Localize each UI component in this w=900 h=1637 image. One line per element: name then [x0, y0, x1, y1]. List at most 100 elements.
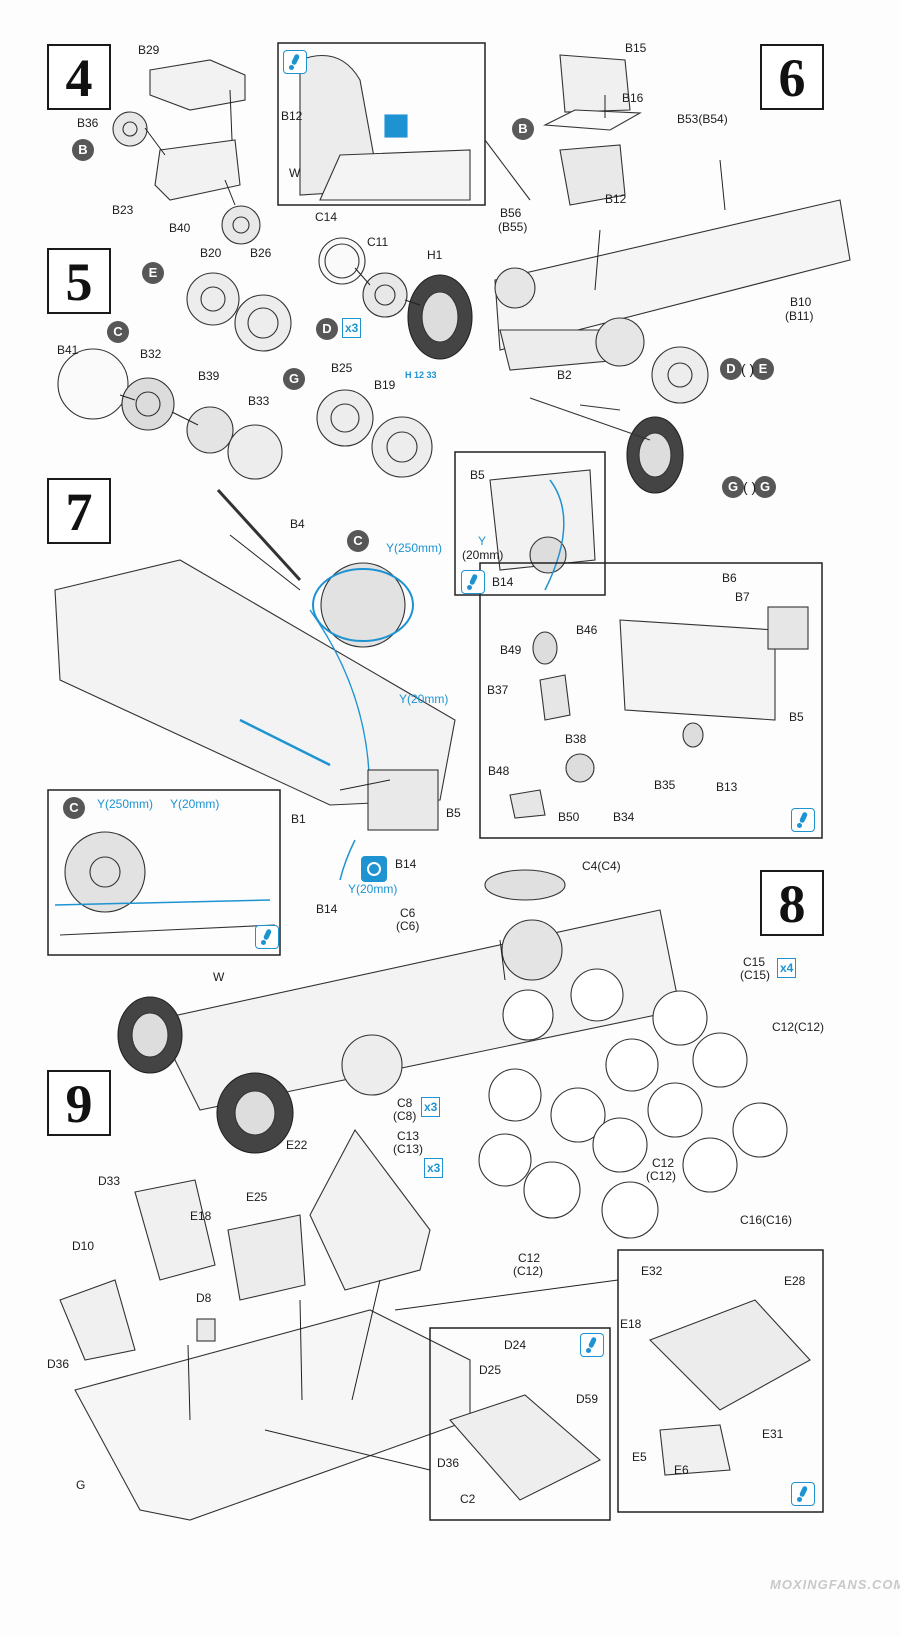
label-e18: E18: [190, 1209, 212, 1223]
label-c13: C13: [397, 1129, 420, 1143]
label-c15-alt: (C15): [740, 968, 771, 982]
sprocket-b25: [316, 389, 374, 447]
part-e25: [227, 1214, 306, 1301]
sprue-marker-e: E: [142, 262, 164, 284]
label-c6: C6: [400, 906, 416, 920]
roadwheel: [692, 1032, 748, 1088]
sprue-marker-c: C: [63, 797, 85, 819]
plate-b16: [542, 109, 642, 131]
wheel-b32: [121, 377, 175, 431]
label-b25: B25: [331, 361, 353, 375]
step-number-6: 6: [760, 44, 824, 110]
label-b4: B4: [290, 517, 305, 531]
sprue-marker-g: G: [754, 476, 776, 498]
sprocket-b26: [234, 294, 292, 352]
part-d33: [134, 1179, 216, 1281]
part-b-unit: [559, 144, 626, 206]
label-cable-20mm: Y(20mm): [399, 692, 449, 706]
label-b56: B56: [500, 206, 522, 220]
label-e6: E6: [674, 1463, 689, 1477]
label-b5: B5: [789, 710, 804, 724]
sprue-marker-g: G: [722, 476, 744, 498]
label-e31: E31: [762, 1427, 784, 1441]
part-b12-highlight: [384, 114, 408, 138]
roadwheel: [652, 990, 708, 1046]
label-e18: E18: [620, 1317, 642, 1331]
label-c13-alt: (C13): [393, 1142, 424, 1156]
sprue-marker-b: B: [72, 139, 94, 161]
label-d25: D25: [479, 1363, 502, 1377]
wheel-c-step7: [320, 562, 406, 648]
part-b15: [559, 54, 631, 113]
label-c12-alt: (C12): [646, 1169, 677, 1183]
label-b26: B26: [250, 246, 272, 260]
sprue-marker-e: E: [752, 358, 774, 380]
label-cable-y: Y: [478, 534, 487, 548]
label-b15: B15: [625, 41, 647, 55]
label-b36: B36: [77, 116, 99, 130]
step-number-5: 5: [47, 248, 111, 314]
label-b41: B41: [57, 343, 79, 357]
label-e22: E22: [286, 1138, 308, 1152]
sprocket-b19: [371, 416, 433, 478]
label-b53-b54: B53(B54): [677, 112, 728, 126]
label-b1: B1: [291, 812, 306, 826]
label-e28: E28: [784, 1274, 806, 1288]
label-b40: B40: [169, 221, 191, 235]
step7-detail-inset: [479, 562, 823, 839]
label-b14: B14: [316, 902, 338, 916]
label-c14: C14: [315, 210, 338, 224]
part-e22: [309, 1128, 431, 1291]
label-d8: D8: [196, 1291, 212, 1305]
wheel-b36: [112, 111, 148, 147]
label-b34: B34: [613, 810, 635, 824]
paint-brush-icon: [791, 1482, 815, 1506]
part-b23: [154, 139, 241, 201]
roadwheel: [523, 1161, 581, 1219]
part-d36: [59, 1279, 136, 1361]
part-b29: [149, 59, 246, 111]
label-c8: C8: [397, 1096, 413, 1110]
paint-brush-icon: [791, 808, 815, 832]
roadwheel: [605, 1038, 659, 1092]
label-cable-20mm: Y(20mm): [348, 882, 398, 896]
label-g: G: [76, 1478, 86, 1492]
part-d8: [196, 1318, 216, 1342]
label-c2: C2: [460, 1492, 476, 1506]
roadwheel: [682, 1137, 738, 1193]
chassis-frame-step6: [494, 199, 851, 351]
label-c12: C12(C12): [772, 1020, 825, 1034]
label-d24: D24: [504, 1338, 527, 1352]
label-b32: B32: [140, 347, 162, 361]
rotate-view-icon: [361, 856, 387, 882]
step7-b5-inset: [454, 451, 606, 596]
fender-g: [74, 1309, 471, 1521]
step-number-8: 8: [760, 870, 824, 936]
label-b14: B14: [395, 857, 417, 871]
step-number-7: 7: [47, 478, 111, 544]
label-b19: B19: [374, 378, 396, 392]
label-c12: C12: [652, 1156, 675, 1170]
disc-b33: [227, 424, 283, 480]
label-cable-20mm: (20mm): [462, 548, 504, 562]
label-c8-alt: (C8): [393, 1109, 417, 1123]
label-b2: B2: [557, 368, 572, 382]
paint-brush-icon: [580, 1333, 604, 1357]
label-c15: C15: [743, 955, 766, 969]
step7-cable-inset: [47, 789, 281, 956]
label-b35: B35: [654, 778, 676, 792]
label-b14: B14: [492, 575, 514, 589]
label-e5: E5: [632, 1450, 647, 1464]
roadwheel: [647, 1082, 703, 1138]
label-b55: (B55): [498, 220, 528, 234]
roadwheel: [488, 1068, 542, 1122]
sprue-marker-d: G: [283, 368, 305, 390]
label-d36: D36: [47, 1357, 70, 1371]
roadwheel: [592, 1117, 648, 1173]
roadwheel: [478, 1133, 532, 1187]
label-b29: B29: [138, 43, 160, 57]
roadwheel: [570, 968, 624, 1022]
hub-b39: [186, 406, 234, 454]
